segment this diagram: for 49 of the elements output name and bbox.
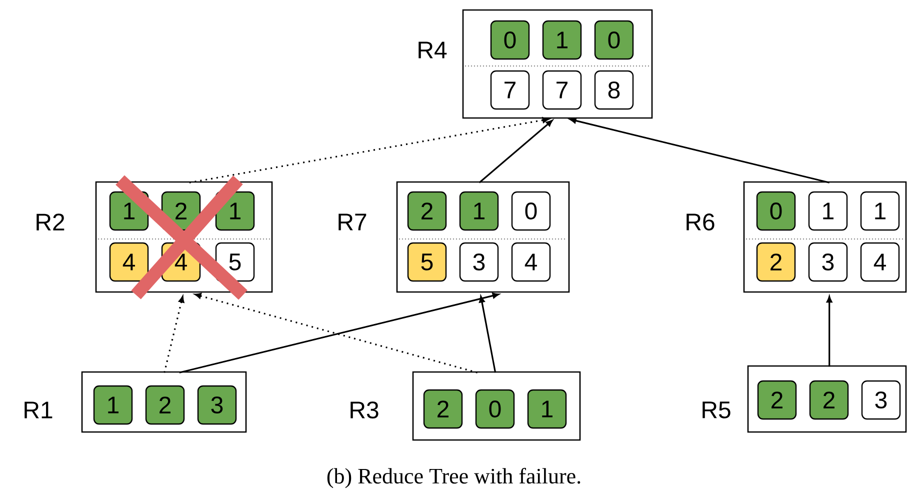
value-cell: 0 xyxy=(490,20,530,60)
value-cell: 0 xyxy=(475,389,515,429)
value-cell: 2 xyxy=(407,191,447,231)
node-label: R6 xyxy=(686,214,714,230)
value-cell: 3 xyxy=(197,385,237,425)
value-cell: 4 xyxy=(109,242,149,282)
value-cell: 1 xyxy=(527,389,567,429)
reducer-box xyxy=(95,181,273,293)
reducer-box xyxy=(396,181,570,293)
value-cell: 4 xyxy=(860,242,900,282)
node-label: R3 xyxy=(350,402,378,418)
value-cell: 0 xyxy=(594,20,634,60)
value-cell: 2 xyxy=(756,242,796,282)
value-cell: 2 xyxy=(145,385,185,425)
value-cell: 1 xyxy=(860,191,900,231)
value-cell: 3 xyxy=(459,242,499,282)
node-label: R5 xyxy=(702,402,730,418)
value-cell: 2 xyxy=(809,380,849,420)
reducer-box xyxy=(747,365,907,433)
value-cell: 1 xyxy=(542,20,582,60)
arrow xyxy=(189,117,550,184)
arrow xyxy=(570,118,830,184)
arrow xyxy=(479,296,496,373)
value-cell: 8 xyxy=(594,70,634,110)
node-label: R1 xyxy=(24,402,52,418)
reducer-box xyxy=(462,9,653,119)
arrow xyxy=(478,120,553,184)
value-cell: 1 xyxy=(459,191,499,231)
node-label: R7 xyxy=(338,214,366,230)
value-cell: 1 xyxy=(93,385,133,425)
value-cell: 1 xyxy=(808,191,848,231)
value-cell: 4 xyxy=(511,242,551,282)
value-cell: 3 xyxy=(808,242,848,282)
reducer-box xyxy=(743,181,907,293)
value-cell: 0 xyxy=(756,191,796,231)
value-cell: 7 xyxy=(542,70,582,110)
value-cell: 2 xyxy=(757,380,797,420)
reducer-box xyxy=(412,371,581,441)
value-cell: 0 xyxy=(511,191,551,231)
value-cell: 3 xyxy=(861,380,901,420)
arrow xyxy=(164,296,184,373)
node-label: R4 xyxy=(418,42,447,58)
value-cell: 5 xyxy=(407,242,447,282)
reducer-box xyxy=(81,371,247,433)
value-cell: 7 xyxy=(490,70,530,110)
node-label: R2 xyxy=(36,214,64,230)
value-cell: 2 xyxy=(423,389,463,429)
arrow xyxy=(826,296,832,367)
caption: (b) Reduce Tree with failure. xyxy=(327,468,580,488)
